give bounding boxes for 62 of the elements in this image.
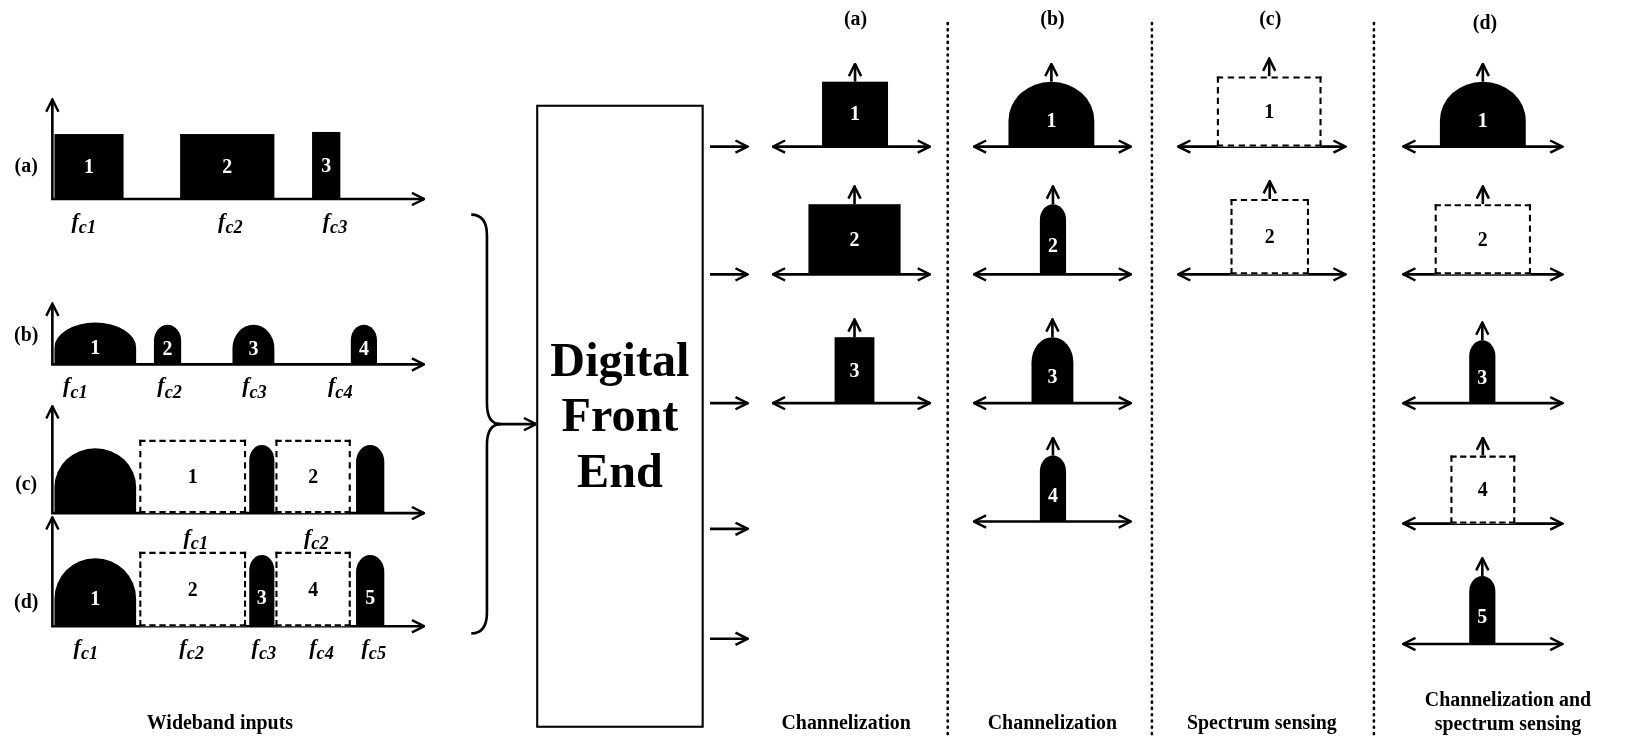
signal-band	[356, 445, 385, 514]
caption: Spectrum sensing	[1187, 711, 1337, 735]
frequency-label: f$_{c2}$	[179, 634, 204, 665]
signal-band: 5	[356, 555, 385, 627]
panel-label: (d)	[14, 590, 39, 614]
signal-band: 1	[1439, 81, 1526, 147]
signal-band: 3	[1031, 337, 1074, 404]
arrow	[710, 395, 749, 411]
signal-band: 3	[232, 324, 275, 365]
panel-label: (b)	[1040, 7, 1065, 31]
signal-band: 4	[350, 324, 377, 365]
frequency-label: f$_{c3}$	[242, 372, 267, 403]
signal-block: 1	[822, 81, 889, 147]
signal-band: 2	[153, 324, 182, 365]
caption: Channelization	[987, 711, 1118, 735]
empty-channel-box: 2	[1230, 198, 1309, 275]
caption: Channelization	[781, 711, 911, 735]
arrow	[710, 139, 749, 154]
empty-channel-box: 1	[1216, 76, 1322, 147]
signal-block: 3	[834, 337, 875, 404]
empty-channel-box: 2	[139, 551, 247, 627]
signal-band	[249, 445, 275, 514]
signal-block: 2	[180, 134, 275, 199]
signal-band: 5	[1469, 575, 1496, 645]
signal-block: 1	[54, 134, 124, 199]
panel-label: (a)	[14, 153, 38, 177]
signal-band: 1	[54, 322, 137, 365]
panel-label: (c)	[15, 472, 38, 496]
signal-band: 1	[1008, 81, 1095, 147]
frequency-label: f$_{c4}$	[309, 634, 334, 665]
empty-channel-box: 4	[275, 551, 351, 627]
signal-band: 3	[1469, 340, 1496, 404]
caption: Wideband inputs	[146, 711, 293, 735]
frequency-label: f$_{c1}$	[71, 207, 97, 239]
empty-channel-box: 4	[1450, 455, 1516, 524]
frequency-label: f$_{c3}$	[322, 207, 348, 239]
empty-channel-box: 2	[275, 439, 351, 514]
signal-block: 2	[808, 204, 901, 275]
signal-band: 4	[1039, 455, 1067, 522]
frequency-label: f$_{c5}$	[361, 634, 387, 665]
caption: Channelization and spectrum sensing	[1423, 688, 1593, 736]
arrow	[710, 267, 749, 282]
process-box: Digital Front End	[536, 104, 704, 728]
frequency-label: f$_{c2}$	[218, 207, 243, 239]
frequency-label: f$_{c1}$	[63, 372, 88, 403]
frequency-label: f$_{c3}$	[251, 634, 277, 665]
frequency-label: f$_{c4}$	[328, 372, 353, 403]
panel-label: (c)	[1259, 7, 1282, 31]
panel-label: (a)	[843, 7, 868, 31]
frequency-label: f$_{c1}$	[73, 634, 99, 665]
empty-channel-box: 2	[1434, 204, 1531, 275]
signal-band: 3	[249, 555, 275, 627]
signal-band: 2	[1039, 204, 1067, 275]
frequency-label: f$_{c2}$	[157, 372, 182, 403]
arrow	[710, 521, 749, 537]
arrow	[710, 631, 749, 647]
signal-band	[54, 448, 137, 514]
empty-channel-box: 1	[139, 439, 247, 514]
signal-block: 3	[312, 131, 341, 199]
panel-label: (b)	[14, 323, 39, 347]
signal-band: 1	[54, 558, 137, 627]
panel-label: (d)	[1472, 11, 1498, 35]
